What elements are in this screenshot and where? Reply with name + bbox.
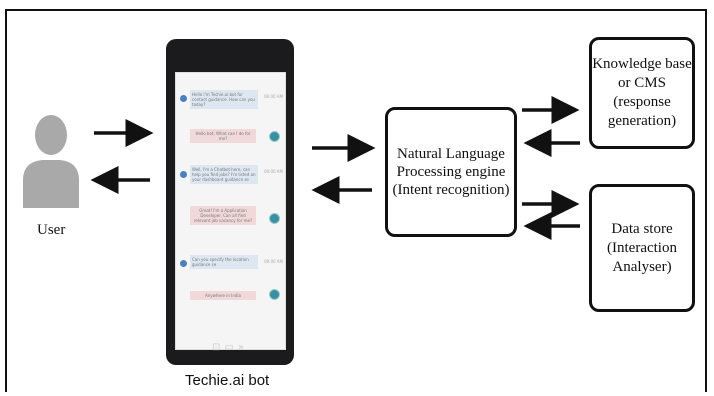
knowledge-base-label: Knowledge base or CMS (response generati…: [592, 56, 692, 129]
chat-message: Hello I'm Techie.ai bot for contact guid…: [190, 90, 258, 109]
nlp-engine-label: Natural Language Processing engine (Inte…: [392, 146, 510, 198]
chat-screen: Hello I'm Techie.ai bot for contact guid…: [175, 72, 286, 350]
chat-message: Great! I'm a Application Developer. Can …: [190, 206, 256, 225]
user-silhouette-icon: [23, 115, 79, 208]
nlp-engine-box: Natural Language Processing engine (Inte…: [385, 107, 517, 237]
user-avatar-icon: [269, 131, 280, 142]
chat-message: Well, I'm a Chatbot here, can help you f…: [190, 165, 258, 184]
bot-label: Techie.ai bot: [185, 372, 270, 389]
diagram-frame: [5, 9, 707, 392]
user-avatar-icon: [269, 289, 280, 300]
data-store-box: Data store (Interaction Analyser): [589, 184, 695, 312]
knowledge-base-box: Knowledge base or CMS (response generati…: [589, 37, 695, 149]
phone-nav-buttons: ⊡▭»: [212, 342, 248, 353]
bot-avatar-icon: [180, 95, 187, 102]
user-avatar-icon: [269, 213, 280, 224]
chat-message: Can you specify the location guidance se: [190, 255, 258, 269]
bot-avatar-icon: [180, 260, 187, 267]
message-time: 08:00 AM: [264, 169, 283, 174]
user-label: User: [37, 222, 66, 238]
smartphone-icon: Hello I'm Techie.ai bot for contact guid…: [166, 39, 294, 365]
bot-avatar-icon: [180, 171, 187, 178]
chat-message: Hello bot, What can I do for me?: [190, 129, 256, 143]
chat-message: Anywhere in India: [190, 291, 256, 300]
message-time: 08:00 AM: [264, 94, 283, 99]
data-store-label: Data store (Interaction Analyser): [607, 220, 677, 275]
message-time: 08:00 AM: [264, 259, 283, 264]
